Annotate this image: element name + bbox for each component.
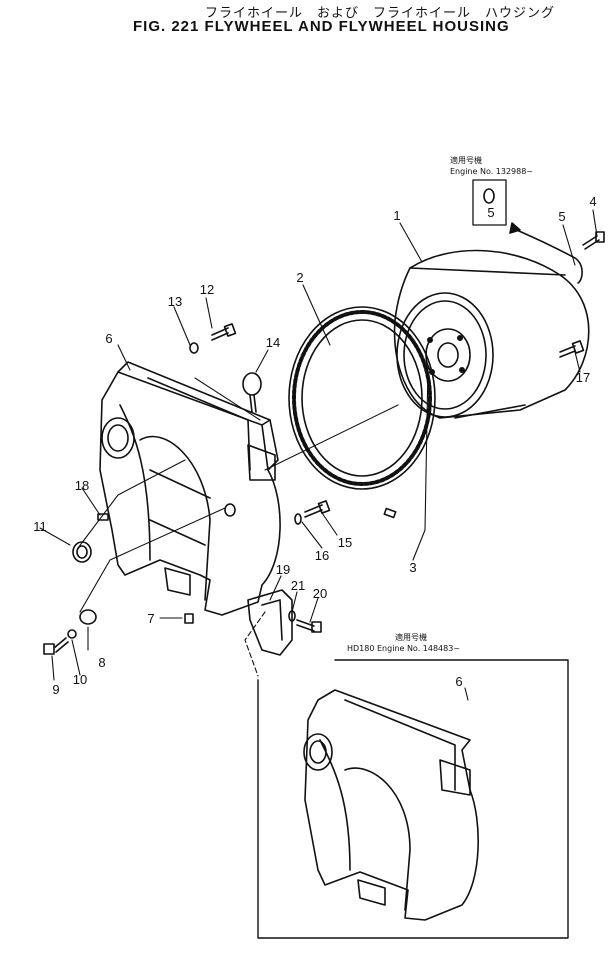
note-1-en: Engine No. 132988~ — [450, 167, 533, 176]
callout-19: 19 — [276, 562, 290, 577]
callout-2: 2 — [296, 270, 303, 285]
callout-4: 4 — [589, 194, 596, 209]
callout-18: 18 — [75, 478, 89, 493]
figure-title: FIG. 221 FLYWHEEL AND FLYWHEEL HOUSING — [133, 18, 510, 35]
flywheel-part — [393, 249, 590, 419]
callout-12: 12 — [200, 282, 214, 297]
callout-8: 8 — [98, 655, 105, 670]
callout-13: 13 — [168, 294, 182, 309]
callout-7: 7 — [147, 611, 154, 626]
callout-6: 6 — [105, 331, 112, 346]
inset-housing-part — [257, 659, 569, 939]
leader-lines — [39, 209, 598, 701]
callout-15: 15 — [338, 535, 352, 550]
callout-9: 9 — [52, 682, 59, 697]
callout-6-inset: 6 — [455, 674, 462, 689]
hardware-parts — [43, 188, 605, 655]
note-2-en: HD180 Engine No. 148483~ — [347, 644, 460, 653]
callout-5-detail: 5 — [487, 205, 494, 220]
callout-10: 10 — [73, 672, 87, 687]
callout-11: 11 — [33, 519, 47, 534]
note-2-jp: 適用号機 — [395, 632, 427, 642]
flywheel-housing-part — [99, 361, 281, 616]
callout-17: 17 — [576, 370, 590, 385]
note-1-jp: 適用号機 — [450, 155, 482, 165]
detail-box — [472, 179, 507, 226]
callout-16: 16 — [315, 548, 329, 563]
callout-20: 20 — [313, 586, 327, 601]
figure-title-japanese: フライホイール および フライホイール ハウジング — [205, 6, 556, 21]
callout-21: 21 — [291, 578, 305, 593]
callout-1: 1 — [393, 208, 400, 223]
callout-5: 5 — [558, 209, 565, 224]
ring-gear-part — [288, 306, 436, 490]
bracket-part — [247, 589, 293, 656]
callout-3: 3 — [409, 560, 416, 575]
callout-14: 14 — [266, 335, 280, 350]
